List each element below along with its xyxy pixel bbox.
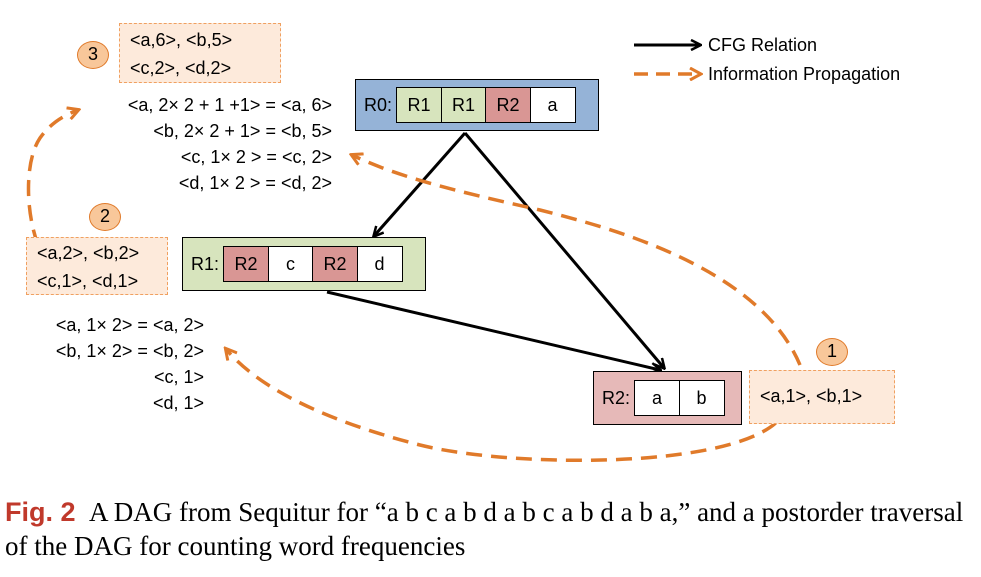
computation-r0: <a, 2× 2 + 1 +1> = <a, 6> <b, 2× 2 + 1> … [80,92,332,196]
computation-line: <a, 1× 2> = <a, 2> [55,315,204,335]
edge-r0-to-r1 [374,132,467,236]
rule-r0-cell: R1 [440,87,487,123]
figure-number: Fig. 2 [5,497,76,527]
count-line: <a,1>, <b,1> [760,386,863,406]
legend-propagation-label: Information Propagation [708,64,901,84]
edge-r1-to-r2 [326,290,660,370]
rule-r0-label: R0: [364,94,393,115]
computation-line: <b, 2× 2 + 1> = <b, 5> [153,121,332,141]
rule-r2-cell: b [678,380,725,416]
figure-caption-text: A DAG from Sequitur for “a b c a b d a b… [5,497,964,561]
propagation-r2-to-r1 [226,349,790,463]
computation-line: <d, 1> [152,393,204,413]
step-badge-2: 2 [89,203,121,231]
step-badge-1: 1 [816,338,848,366]
rule-r1-cell: d [356,246,403,282]
legend-cfg-label: CFG Relation [708,35,818,55]
computation-line: <d, 1× 2 > = <d, 2> [178,173,332,193]
rule-r1-cell: c [267,246,314,282]
rule-r1-label: R1: [191,253,220,274]
count-box-r2: <a,1>, <b,1> [749,370,895,424]
rule-r1-cell: R2 [312,246,359,282]
count-line: <c,1>, <d,1> [37,271,139,291]
rule-r0-cell: R2 [485,87,532,123]
computation-r1: <a, 1× 2> = <a, 2> <b, 1× 2> = <b, 2> <c… [20,312,204,416]
count-box-r1: <a,2>, <b,2> <c,1>, <d,1> [26,237,168,295]
computation-line: <a, 2× 2 + 1 +1> = <a, 6> [127,95,332,115]
edge-r0-to-r2 [463,132,664,368]
propagation-r1-to-r0 [26,110,78,246]
propagation-r2-to-r0 [352,155,802,366]
rule-r2-label: R2: [602,387,631,408]
rule-r0-cell: R1 [396,87,443,123]
rule-r1-cell: R2 [223,246,270,282]
figure-caption: Fig. 2 A DAG from Sequitur for “a b c a … [5,495,980,563]
rule-r1-node: R1: R2 c R2 d [182,237,426,291]
computation-line: <c, 1> [153,367,204,387]
rule-r2-node: R2: a b [593,371,742,425]
count-line: <a,2>, <b,2> [37,243,140,263]
computation-line: <b, 1× 2> = <b, 2> [55,341,204,361]
rule-r2-cell: a [634,380,681,416]
count-line: <a,6>, <b,5> [130,30,233,50]
count-line: <c,2>, <d,2> [130,58,232,78]
computation-line: <c, 1× 2 > = <c, 2> [180,147,332,167]
rule-r0-node: R0: R1 R1 R2 a [355,79,599,131]
rule-r0-cell: a [529,87,576,123]
step-badge-3: 3 [77,41,109,69]
count-box-r0: <a,6>, <b,5> <c,2>, <d,2> [119,23,281,83]
